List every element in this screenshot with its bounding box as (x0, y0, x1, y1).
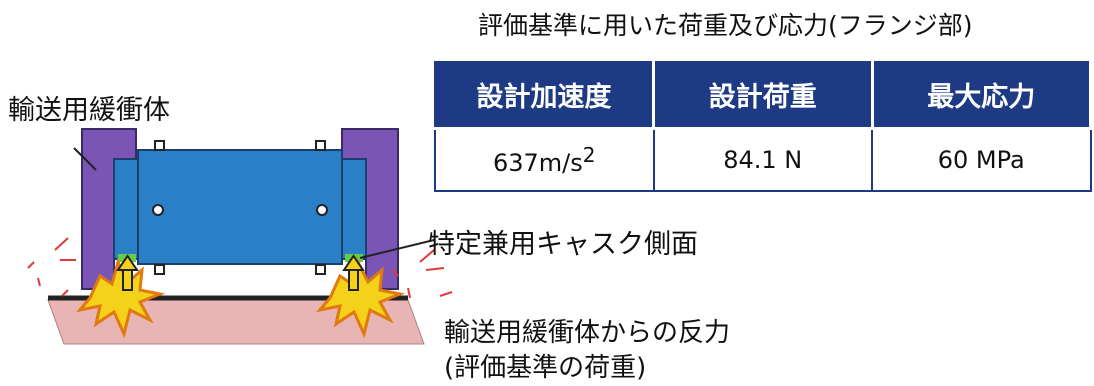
trunnion-top-right (315, 140, 326, 151)
leader-line-buffer (73, 147, 97, 171)
header-max-stress: 最大応力 (870, 58, 1092, 130)
trunnion-bottom-right (315, 264, 326, 275)
trunnion-bottom-left (154, 264, 165, 275)
evaluation-table: 設計加速度 設計荷重 最大応力 637m/s2 84.1 N 60 MPa (434, 58, 1092, 192)
reaction-line-2: (評価基準の荷重) (444, 353, 647, 383)
header-design-load: 設計荷重 (652, 58, 874, 130)
acceleration-exponent: 2 (582, 143, 596, 167)
label-cask-side: 特定兼用キャスク側面 (428, 229, 698, 260)
header-design-acceleration: 設計加速度 (434, 58, 655, 130)
lift-hole-left (152, 204, 164, 216)
table-title: 評価基準に用いた荷重及び応力(フランジ部) (478, 11, 973, 40)
spark-marks (27, 237, 453, 299)
right-flange (341, 158, 367, 260)
reaction-arrow-left (116, 254, 139, 291)
lift-hole-right (316, 204, 328, 216)
reaction-arrow-right (342, 254, 365, 291)
cell-design-load: 84.1 N (652, 127, 873, 192)
reaction-line-1: 輸送用緩衝体からの反力 (444, 318, 731, 348)
acceleration-value: 637m/s (492, 149, 583, 177)
table-header-row: 設計加速度 設計荷重 最大応力 (434, 58, 1092, 130)
left-flange (113, 158, 139, 260)
label-transport-buffer: 輸送用緩衝体 (8, 95, 170, 126)
trunnion-top-left (154, 140, 165, 151)
leader-line-cask (359, 239, 435, 259)
table-row: 637m/s2 84.1 N 60 MPa (434, 127, 1092, 192)
cell-design-acceleration: 637m/s2 (434, 127, 655, 192)
cell-max-stress: 60 MPa (871, 127, 1092, 192)
label-reaction-force: 輸送用緩衝体からの反力 (評価基準の荷重) (444, 316, 730, 386)
cask-body (137, 149, 343, 265)
impact-burst-left (76, 257, 166, 339)
